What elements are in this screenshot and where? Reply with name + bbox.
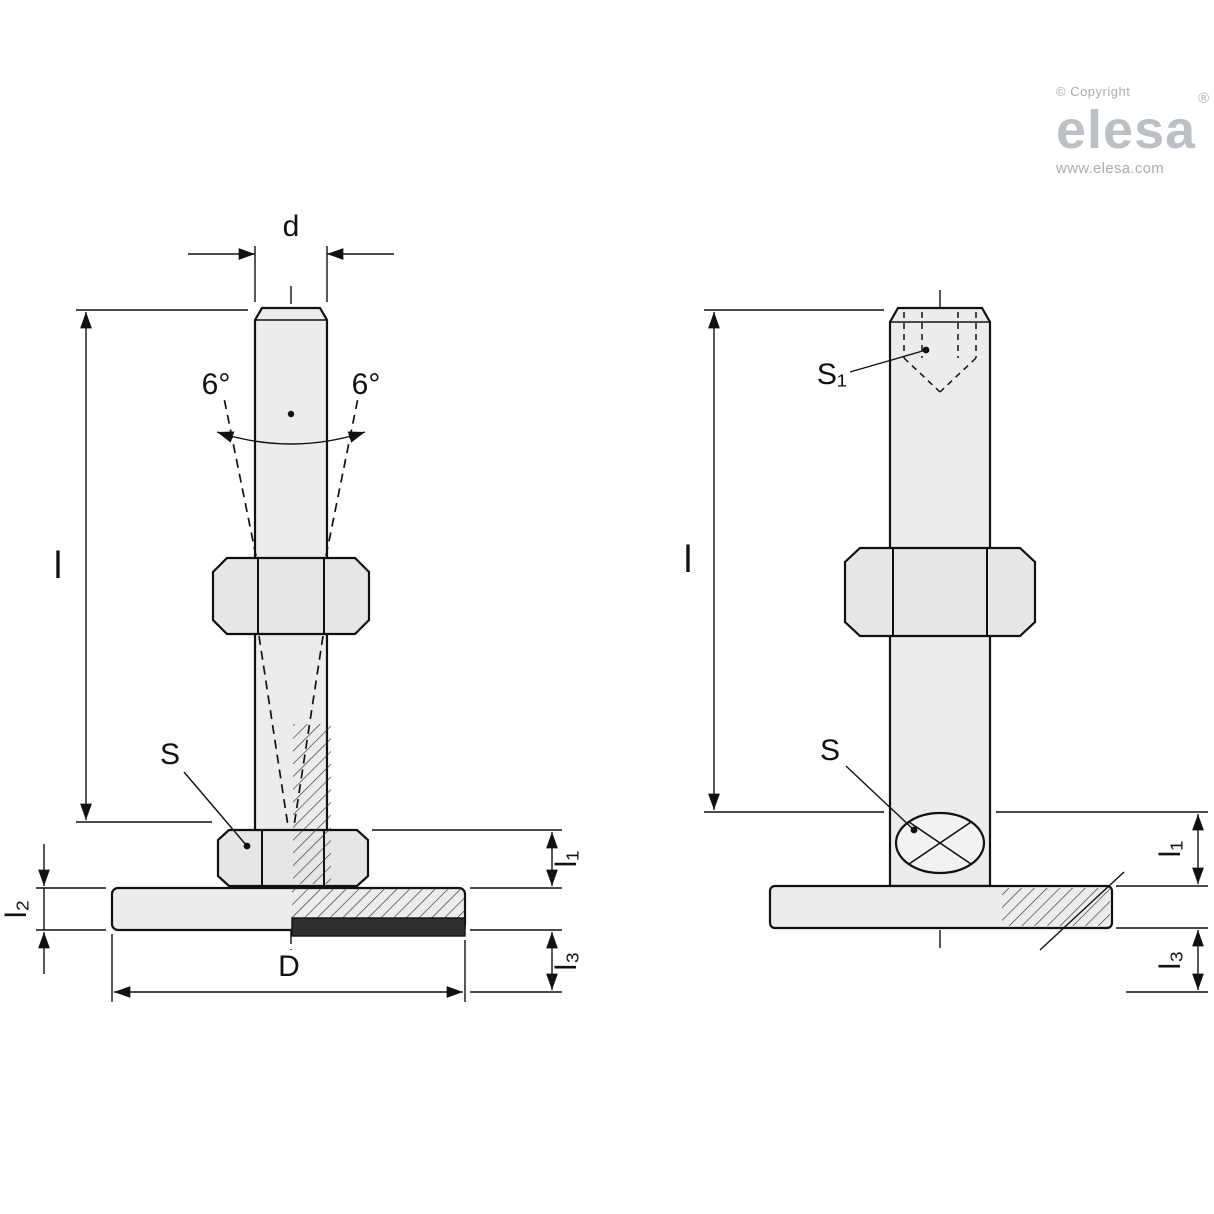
dim-label-l3: l₃ xyxy=(550,952,583,971)
website-url: www.elesa.com xyxy=(1056,160,1165,177)
s1-leader-line xyxy=(849,349,927,373)
plate-section-hatch xyxy=(1002,888,1110,926)
plate-section-hatch xyxy=(292,888,465,918)
s-leader-line xyxy=(845,765,915,831)
drill-cone-line xyxy=(903,357,941,393)
figure-left: d 6° 6° l S l₂ D l₁ l₃ xyxy=(0,210,583,1002)
s-leader-dot xyxy=(243,842,251,850)
copyright-text: © Copyright xyxy=(1056,84,1131,99)
s-label: S xyxy=(160,738,180,771)
hex-nut xyxy=(211,556,371,636)
angle-label-left: 6° xyxy=(202,368,231,401)
tilt-line-right xyxy=(325,397,359,557)
hex-nut xyxy=(843,546,1037,638)
s-leader-dot xyxy=(910,826,918,834)
branding: © Copyright elesa® www.elesa.com xyxy=(1056,84,1212,177)
figure-right: S₁ l S l₁ l₃ xyxy=(684,290,1208,993)
dim-label-l: l xyxy=(54,545,62,587)
s1-leader-dot xyxy=(922,346,930,354)
registered-mark: ® xyxy=(1198,90,1211,107)
stud-section-hatch xyxy=(293,724,331,884)
dim-label-D: D xyxy=(278,950,300,983)
pivot-dot xyxy=(287,410,295,418)
angle-label-right: 6° xyxy=(352,368,381,401)
tilt-line-left xyxy=(223,397,257,557)
pad-leader-line xyxy=(1039,871,1125,951)
rubber-pad xyxy=(291,917,466,937)
cross-hole-x xyxy=(908,821,972,865)
elesa-logo: elesa® xyxy=(1056,91,1212,160)
dim-label-l2: l₂ xyxy=(0,900,33,918)
angle-arc xyxy=(216,431,366,445)
dim-label-l3: l₃ xyxy=(1154,951,1187,970)
dim-label-l1: l₁ xyxy=(1154,841,1187,858)
s-label: S xyxy=(820,734,840,767)
dim-label-d: d xyxy=(283,210,300,243)
s-leader-line xyxy=(183,771,248,847)
dim-label-l1: l₁ xyxy=(550,851,583,868)
taper-line-left xyxy=(258,635,289,827)
s1-label: S₁ xyxy=(817,358,847,391)
drill-cone-line xyxy=(939,357,977,393)
dim-label-l: l xyxy=(684,539,692,581)
elesa-wordmark: elesa xyxy=(1056,100,1197,160)
